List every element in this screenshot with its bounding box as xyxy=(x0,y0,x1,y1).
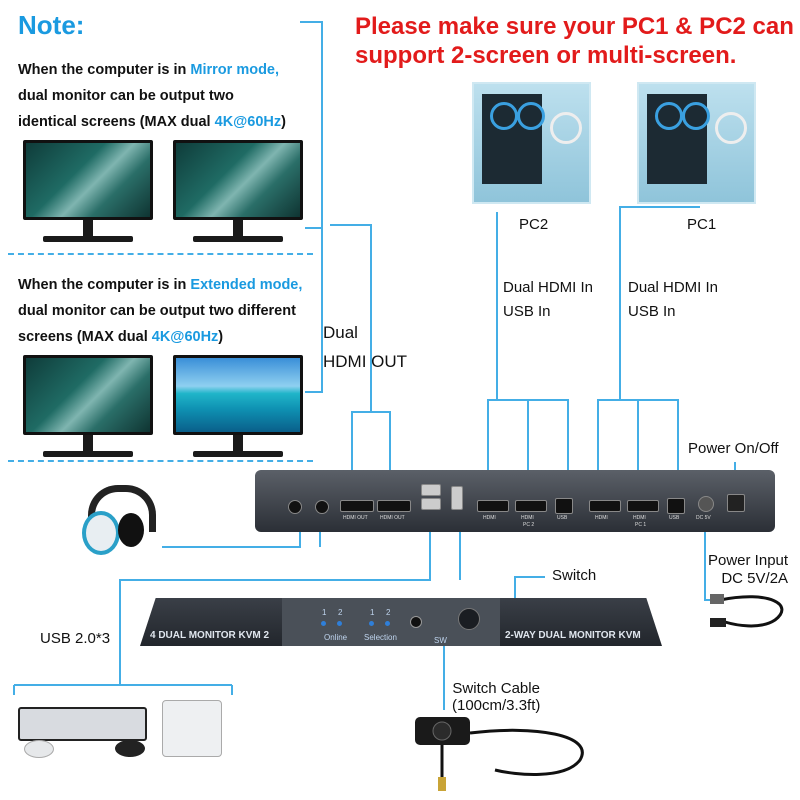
pc2-hdmi-label-1: HDMI xyxy=(483,515,496,521)
usb-20-label: USB 2.0*3 xyxy=(40,630,111,647)
extended-mode-note: When the computer is in Extended mode, d… xyxy=(18,277,303,345)
online-label: Online xyxy=(324,633,348,642)
hdmi-out-label-2: HDMI OUT xyxy=(380,515,405,521)
note-title: Note: xyxy=(18,10,85,40)
front-right-model: 2-WAY DUAL MONITOR KVM xyxy=(505,630,641,641)
dual-hdmi-out-label: Dual HDMI OUT xyxy=(323,323,408,371)
selection-num-1: 1 xyxy=(370,608,375,617)
pc1-hdmi-label-1: HDMI xyxy=(595,515,608,521)
power-input-label: Power Input DC 5V/2A xyxy=(708,552,789,587)
selection-led-1 xyxy=(369,621,374,626)
pc1-usb-b-port xyxy=(667,498,685,514)
power-onoff-label: Power On/Off xyxy=(688,440,779,457)
pc1-usb-label: USB xyxy=(669,515,680,521)
divider-line-bottom xyxy=(8,460,313,462)
support-warning: Please make sure your PC1 & PC2 can supp… xyxy=(355,13,794,69)
pc2-port-label: PC 2 xyxy=(523,522,535,528)
power-cable xyxy=(710,594,784,628)
switch-cable-label: Switch Cable (100cm/3.3ft) xyxy=(452,680,541,714)
mic-port xyxy=(315,500,329,514)
mirror-mode-note: When the computer is in Mirror mode, dua… xyxy=(18,62,286,130)
online-led-2 xyxy=(337,621,342,626)
pc1-label: PC1 xyxy=(687,216,717,233)
dc-label: DC 5V xyxy=(696,515,711,521)
headset-icon xyxy=(80,485,156,555)
online-led-1 xyxy=(321,621,326,626)
switch-label: Switch xyxy=(552,567,597,584)
dc-power-jack xyxy=(698,496,714,512)
pc2-usb-b-port xyxy=(555,498,573,514)
printer-icon xyxy=(162,700,222,757)
pc2-hdmi-label-2: HDMI xyxy=(521,515,534,521)
pc2-usb-label: USB xyxy=(557,515,568,521)
headphone-port xyxy=(288,500,302,514)
selection-num-2: 2 xyxy=(386,608,391,617)
pc1-tower xyxy=(637,82,756,204)
hdmi-out-port-1 xyxy=(340,500,374,512)
usb-port-2 xyxy=(421,498,441,510)
pc2-hdmi-port-1 xyxy=(477,500,509,512)
power-button[interactable] xyxy=(727,494,745,512)
hdmi-out-label-1: HDMI OUT xyxy=(343,515,368,521)
switch-cable-port xyxy=(410,616,422,628)
pc2-hdmi-port-2 xyxy=(515,500,547,512)
pc2-tower xyxy=(472,82,591,204)
switch-cable xyxy=(415,717,584,791)
divider-line xyxy=(8,253,313,255)
mouse-black-icon xyxy=(115,740,145,757)
front-left-model: 4 DUAL MONITOR KVM 2 xyxy=(150,630,270,641)
pc1-hdmi-label-2: HDMI xyxy=(633,515,646,521)
pc1-port-label: PC 1 xyxy=(635,522,647,528)
online-num-1: 1 xyxy=(322,608,327,617)
usb-port-3 xyxy=(451,486,463,510)
pc1-hdmi-port-1 xyxy=(589,500,621,512)
mouse-white-icon xyxy=(24,740,54,758)
pc1-hdmi-port-2 xyxy=(627,500,659,512)
keyboard-icon xyxy=(18,707,147,741)
kvm-back-panel: HDMI OUT HDMI OUT HDMI HDMI PC 2 USB HDM… xyxy=(255,470,775,532)
online-num-2: 2 xyxy=(338,608,343,617)
selection-led-2 xyxy=(385,621,390,626)
pc2-connection-label: Dual HDMI In USB In xyxy=(503,279,594,320)
switch-button[interactable] xyxy=(458,608,480,630)
usb-port-1 xyxy=(421,484,441,496)
hdmi-out-port-2 xyxy=(377,500,411,512)
pc1-connection-label: Dual HDMI In USB In xyxy=(628,279,719,320)
selection-label: Selection xyxy=(364,633,397,642)
sw-label: SW xyxy=(434,636,447,645)
front-control-panel: 1 2 Online 1 2 Selection SW xyxy=(282,598,500,646)
pc2-label: PC2 xyxy=(519,216,549,233)
